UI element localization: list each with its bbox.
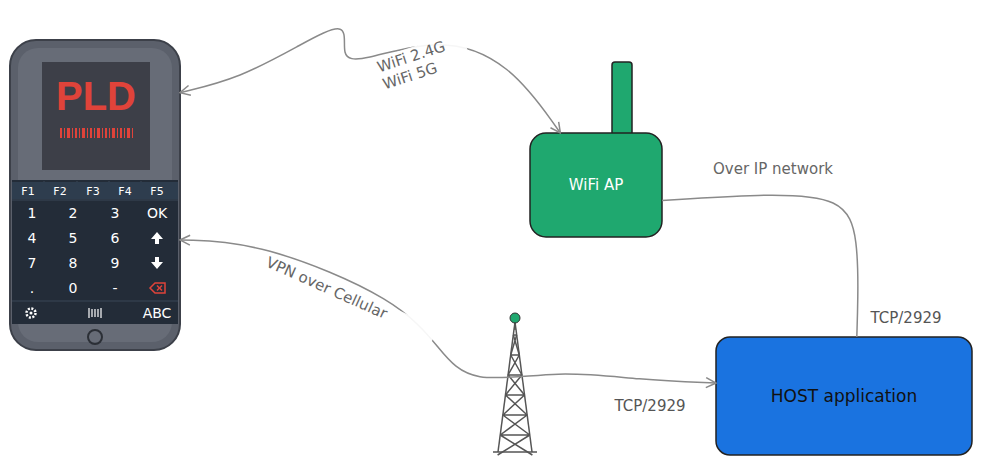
phone-body bbox=[10, 40, 180, 350]
key-label: 6 bbox=[111, 230, 120, 246]
key-label: 9 bbox=[111, 255, 120, 271]
keypad bbox=[12, 180, 178, 324]
function-key-label: F5 bbox=[150, 185, 163, 198]
keypad-grid bbox=[12, 181, 178, 301]
tower-antenna bbox=[510, 313, 520, 323]
key-label: . bbox=[30, 280, 34, 296]
connector bbox=[180, 240, 716, 383]
wifi-ap-box: WiFi AP bbox=[530, 133, 662, 237]
down-arrow-key bbox=[151, 257, 163, 269]
key-label: ABC bbox=[143, 305, 172, 321]
home-button bbox=[88, 330, 102, 344]
function-key-label: F1 bbox=[21, 185, 34, 198]
connector bbox=[662, 195, 858, 337]
edge-label: VPN over Cellular bbox=[261, 252, 438, 344]
function-key-label: F4 bbox=[118, 185, 131, 198]
key-label: 1 bbox=[28, 205, 37, 221]
key-label: 4 bbox=[28, 230, 37, 246]
key-label: 8 bbox=[69, 255, 78, 271]
host-body bbox=[716, 337, 972, 455]
ap-body bbox=[530, 133, 662, 237]
key-label: 5 bbox=[69, 230, 78, 246]
key-label: 7 bbox=[28, 255, 37, 271]
key-label: - bbox=[112, 280, 117, 296]
function-key-label: F2 bbox=[53, 185, 66, 198]
key-label: OK bbox=[147, 205, 167, 221]
host-box: HOST application bbox=[716, 337, 972, 455]
settings-key bbox=[27, 309, 36, 318]
connector bbox=[180, 29, 560, 133]
edge-label: Over IP network bbox=[710, 160, 876, 178]
node-text: PLD bbox=[42, 74, 150, 118]
key-label: 2 bbox=[69, 205, 78, 221]
port-label: TCP/2929 bbox=[867, 309, 944, 327]
node-text: WiFi AP bbox=[569, 176, 623, 194]
barcode bbox=[60, 128, 133, 138]
scan-key bbox=[89, 308, 101, 318]
cell-tower bbox=[493, 322, 537, 455]
key-label: 3 bbox=[111, 205, 120, 221]
up-arrow-key bbox=[151, 232, 163, 244]
fkey-row bbox=[12, 182, 178, 199]
edge-label: WiFi 2.4G WiFi 5G bbox=[372, 31, 473, 94]
antenna bbox=[612, 62, 632, 138]
node-text: HOST application bbox=[771, 386, 918, 406]
delete-key bbox=[150, 283, 165, 293]
key-label: 0 bbox=[69, 280, 78, 296]
port-label: TCP/2929 bbox=[611, 397, 688, 415]
function-key-label: F3 bbox=[86, 185, 99, 198]
phone-screen bbox=[42, 62, 150, 170]
